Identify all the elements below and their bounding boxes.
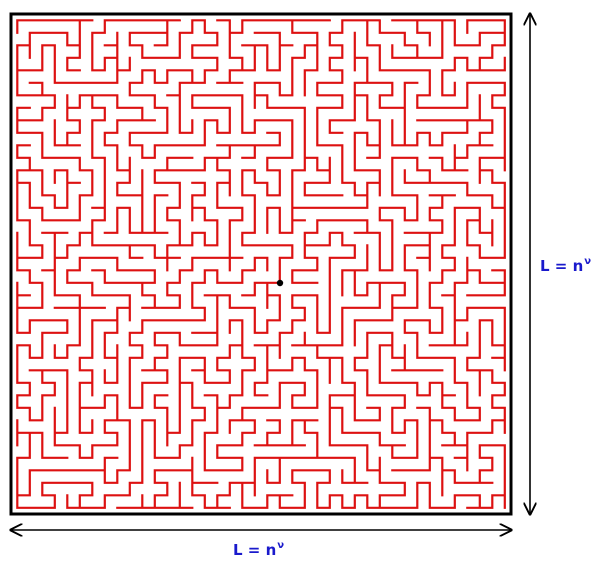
self-avoiding-walk <box>16 19 506 509</box>
vertical-label-exponent: ν <box>584 256 592 267</box>
lattice-boundary-box <box>9 12 513 516</box>
walk-path <box>16 19 506 509</box>
horizontal-label-base: L = n <box>233 541 277 559</box>
vertical-dimension-label: L = nν <box>540 256 592 275</box>
horizontal-label-exponent: ν <box>277 540 285 551</box>
walk-origin-dot <box>276 279 284 287</box>
vertical-label-base: L = n <box>540 257 584 275</box>
horizontal-dimension-label: L = nν <box>233 540 285 559</box>
